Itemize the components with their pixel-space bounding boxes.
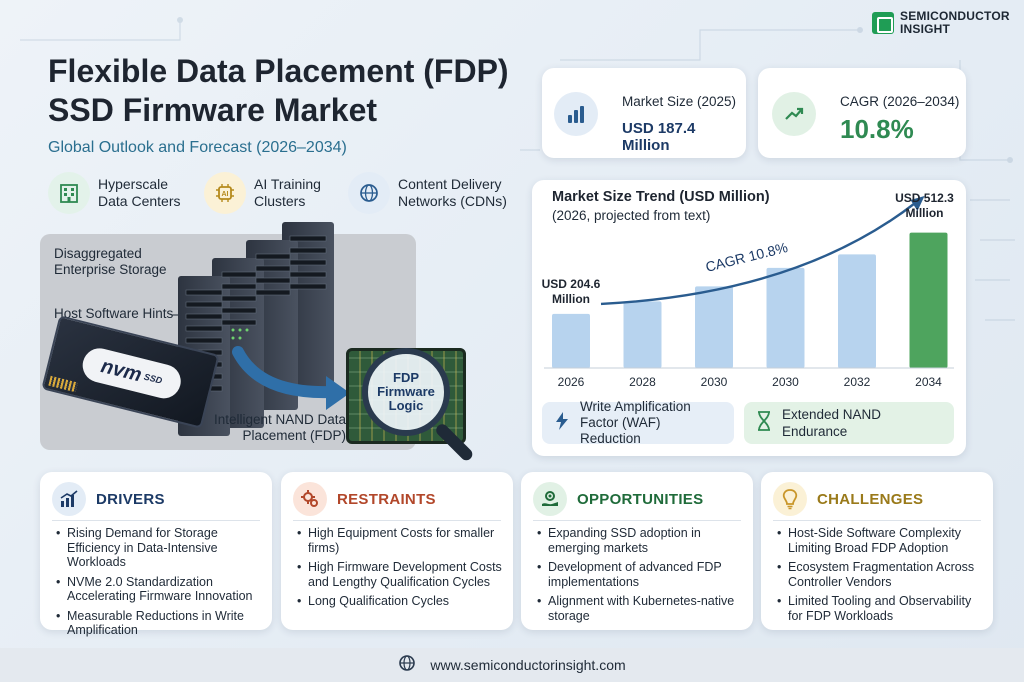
benefit-label: Write Amplification Factor (WAF) Reducti… [580,399,691,446]
list-item: High Equipment Costs for smaller firms) [297,526,505,555]
magnifier-text: FDP Firmware Logic [377,370,435,413]
magnifier-icon: FDP Firmware Logic [362,348,450,436]
benefit-waf-reduction: Write Amplification Factor (WAF) Reducti… [542,399,734,446]
chart-x-tick-label: 2030 [772,375,799,389]
use-case-cdn: Content Delivery Networks (CDNs) [348,172,510,214]
list-item: Measurable Reductions in Write Amplifica… [56,609,264,638]
challenges-title: CHALLENGES [817,490,924,508]
drivers-box: DRIVERS Rising Demand for Storage Effici… [40,472,272,637]
chart-x-tick-label: 2026 [558,375,585,389]
drivers-title: DRIVERS [96,490,165,508]
lightning-icon [554,411,570,435]
building-icon [48,172,90,214]
kpi-market-size-value: USD 187.4 Million [622,120,696,154]
chart-first-value-label: Million [552,292,590,306]
chart-trend-arrowhead [910,196,925,211]
chart-x-tick-label: 2032 [844,375,871,389]
hourglass-icon [756,411,772,435]
footer: www.semiconductorinsight.com [0,648,1024,682]
opportunities-box: OPPORTUNITIES Expanding SSD adoption in … [521,472,753,630]
chart-bar [623,301,662,368]
chart-bar [695,286,733,368]
restraints-box: RESTRAINTS High Equipment Costs for smal… [281,472,513,630]
restraints-title: RESTRAINTS [337,490,436,508]
opportunities-title: OPPORTUNITIES [577,490,704,508]
gear-hand-icon [533,482,567,516]
kpi-cagr-label: CAGR (2026–2034) [840,94,960,109]
trend-up-icon [772,92,816,136]
benefit-nand-endurance: Extended NAND Endurance [744,402,954,444]
chart-x-tick-label: 2034 [915,375,942,389]
kpi-cagr-card: CAGR (2026–2034) 10.8% [758,68,966,158]
list-item: Long Qualification Cycles [297,594,505,609]
divider [533,520,741,521]
brand-line-2: INSIGHT [900,22,951,36]
brand-line-1: SEMICONDUCTOR [900,9,1010,23]
chart-bar [552,313,590,368]
svg-text:AI: AI [222,191,229,198]
challenges-box: CHALLENGES Host-Side Software Complexity… [761,472,993,630]
kpi-market-size-card: Market Size (2025) USD 187.4 Million [542,68,746,158]
use-case-hyperscale: Hyperscale Data Centers [48,172,190,214]
list-item: Rising Demand for Storage Efficiency in … [56,526,264,570]
placement-label: Intelligent NAND Data Placement (FDP) [213,412,346,443]
kpi-cagr-value: 10.8% [840,114,914,144]
chart-bar [838,254,876,368]
chart-last-value-label: Million [906,206,944,220]
list-item: Expanding SSD adoption in emerging marke… [537,526,745,555]
divider [773,520,981,521]
use-case-label: Content Delivery Networks (CDNs) [398,176,507,209]
divider [52,520,260,521]
gears-icon [293,482,327,516]
drivers-list: Rising Demand for Storage Efficiency in … [56,526,264,643]
challenges-list: Host-Side Software Complexity Limiting B… [777,526,985,628]
list-item: Host-Side Software Complexity Limiting B… [777,526,985,555]
page-subtitle: Global Outlook and Forecast (2026–2034) [48,139,347,156]
chart-bar [766,267,805,368]
chart-x-tick-label: 2030 [701,375,728,389]
divider [293,520,501,521]
chart-x-tick-label: 2028 [629,375,656,389]
use-case-label: Hyperscale Data Centers [98,176,181,209]
kpi-market-size-label: Market Size (2025) [622,94,737,109]
list-item: Development of advanced FDP implementati… [537,560,745,589]
use-case-label: AI Training Clusters [254,176,321,209]
chart-title: Market Size Trend (USD Million) [552,189,770,205]
benefit-label: Extended NAND Endurance [782,407,882,439]
restraints-list: High Equipment Costs for smaller firms) … [297,526,505,614]
chart-last-value-label: USD 512.3 [895,191,954,205]
growth-chart-icon [52,482,86,516]
brand-logo: SEMICONDUCTOR INSIGHT [872,10,1010,36]
chart-bar [909,232,948,368]
bar-chart-icon [554,92,598,136]
brand-logo-icon [872,12,894,34]
list-item: NVMe 2.0 Standardization Accelerating Fi… [56,575,264,604]
opportunities-list: Expanding SSD adoption in emerging marke… [537,526,745,628]
chart-first-value-label: USD 204.6 [542,277,601,291]
globe-icon [348,172,390,214]
use-case-ai: AI AI Training Clusters [204,172,334,214]
storage-label: Disaggregated Enterprise Storage [54,246,167,277]
hints-label: Host Software Hints [54,306,174,321]
footer-url-link[interactable]: www.semiconductorinsight.com [430,657,626,673]
ai-chip-icon: AI [204,172,246,214]
lightbulb-icon [773,482,807,516]
list-item: Alignment with Kubernetes-native storage [537,594,745,623]
list-item: Limited Tooling and Observability for FD… [777,594,985,623]
list-item: Ecosystem Fragmentation Across Controlle… [777,560,985,589]
globe-icon [398,654,416,677]
chart-subtitle: (2026, projected from text) [552,208,711,223]
page-title: Flexible Data Placement (FDP) SSD Firmwa… [48,53,509,128]
chart-trend-arrow [600,201,918,306]
use-case-list: Hyperscale Data Centers AI AI Training C… [48,172,510,214]
list-item: High Firmware Development Costs and Leng… [297,560,505,589]
